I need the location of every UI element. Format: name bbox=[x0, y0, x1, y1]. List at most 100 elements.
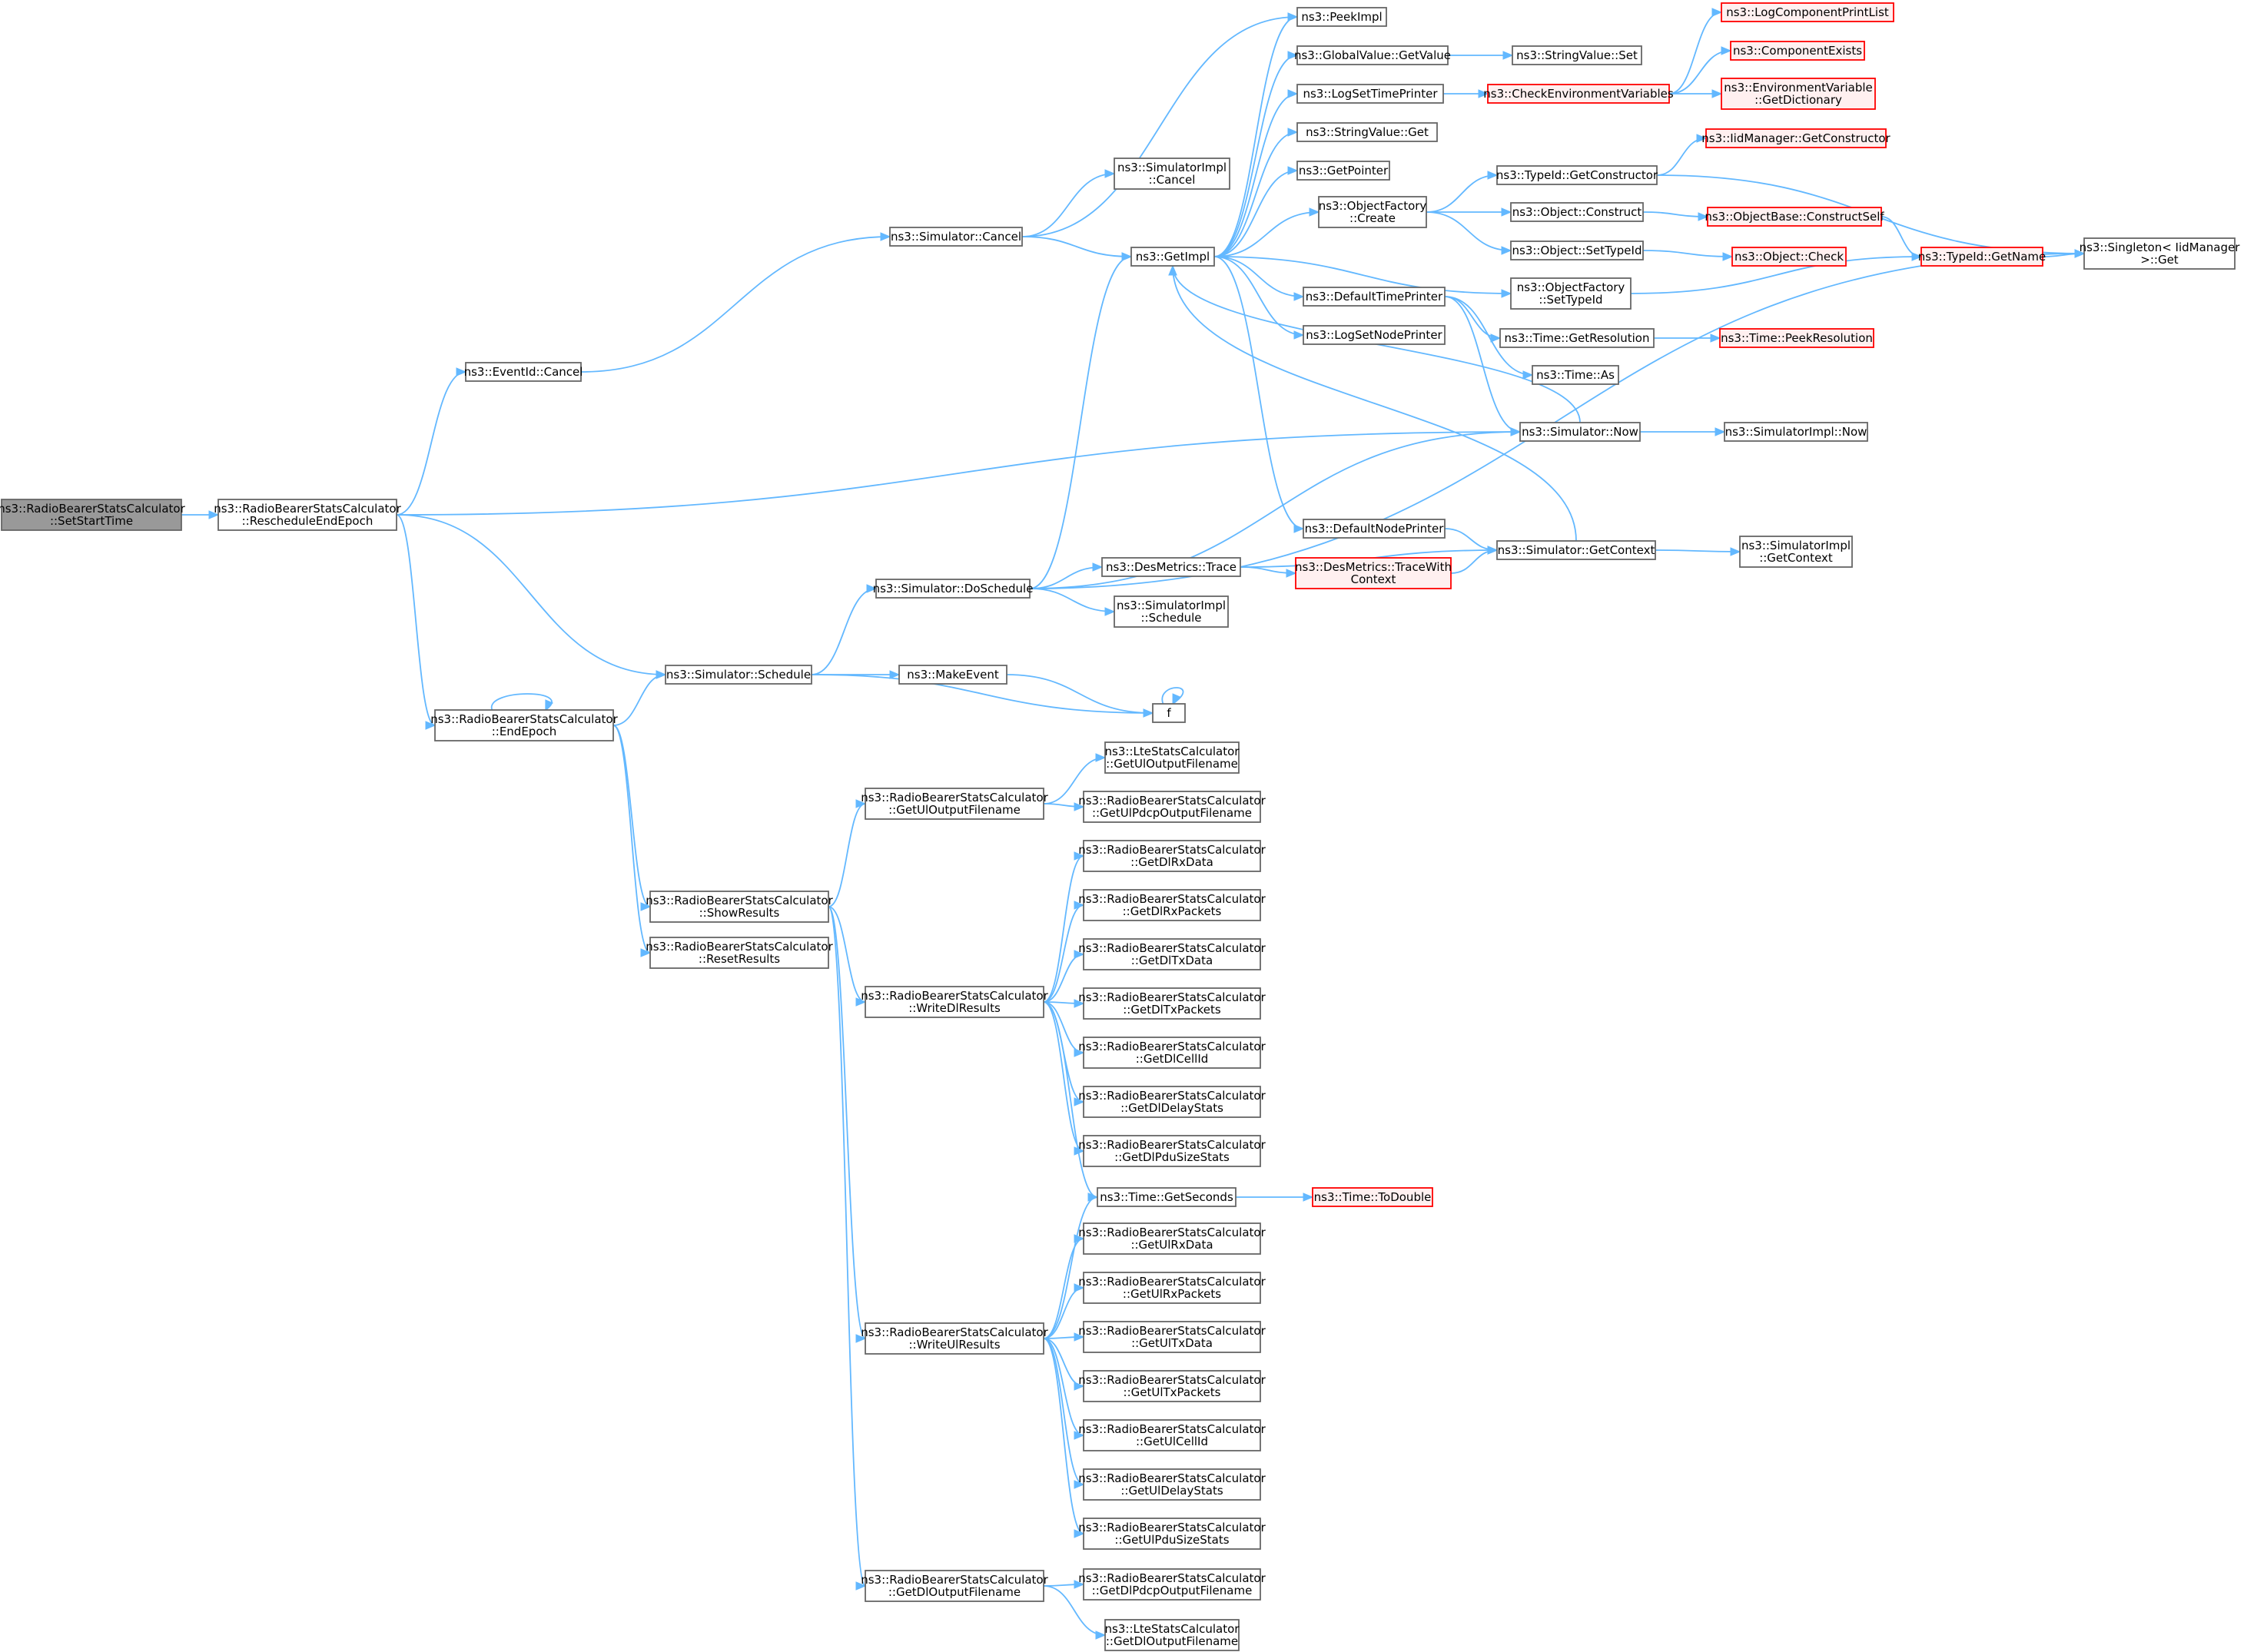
node-gvgetvalue[interactable]: ns3::GlobalValue::GetValue bbox=[1294, 45, 1451, 65]
node-resetresults[interactable]: ns3::RadioBearerStatsCalculator::ResetRe… bbox=[646, 937, 834, 969]
node-label: ns3::CheckEnvironmentVariables bbox=[1483, 87, 1674, 101]
node-stringvalueset[interactable]: ns3::StringValue::Set bbox=[1512, 45, 1642, 65]
node-label: ns3::RadioBearerStatsCalculator bbox=[646, 894, 833, 907]
node-label: ns3::SimulatorImpl bbox=[1117, 161, 1227, 174]
node-doschedule[interactable]: ns3::Simulator::DoSchedule bbox=[873, 579, 1034, 599]
node-ulpdcpoutfn[interactable]: ns3::RadioBearerStatsCalculator::GetUlPd… bbox=[1078, 791, 1266, 823]
node-logsetnodeprinter[interactable]: ns3::LogSetNodePrinter bbox=[1303, 325, 1446, 345]
node-iidmgrgetctor[interactable]: ns3::IidManager::GetConstructor bbox=[1701, 128, 1891, 148]
node-label: ::GetDlOutputFilename bbox=[888, 1585, 1021, 1599]
node-stringvalueget[interactable]: ns3::StringValue::Get bbox=[1296, 122, 1438, 142]
node-objsettypeid[interactable]: ns3::Object::SetTypeId bbox=[1510, 241, 1644, 260]
node-timeas[interactable]: ns3::Time::As bbox=[1532, 365, 1619, 385]
node-label: ::WriteUlResults bbox=[908, 1338, 1000, 1352]
node-endepoch[interactable]: ns3::RadioBearerStatsCalculator::EndEpoc… bbox=[430, 709, 619, 741]
node-ultxpackets[interactable]: ns3::RadioBearerStatsCalculator::GetUlTx… bbox=[1078, 1370, 1266, 1402]
node-reschedule[interactable]: ns3::RadioBearerStatsCalculator::Resched… bbox=[214, 499, 402, 531]
node-label: ns3::LogComponentPrintList bbox=[1726, 5, 1889, 19]
node-f[interactable]: f bbox=[1152, 703, 1186, 723]
node-timegetres[interactable]: ns3::Time::GetResolution bbox=[1499, 328, 1655, 348]
node-objbaseconstructself[interactable]: ns3::ObjectBase::ConstructSelf bbox=[1705, 207, 1884, 227]
node-label: ns3::GetImpl bbox=[1136, 250, 1210, 264]
edge-arrowhead bbox=[1143, 708, 1154, 718]
edge-showresults-to-writedl bbox=[828, 906, 867, 1007]
node-writeul[interactable]: ns3::RadioBearerStatsCalculator::WriteUl… bbox=[861, 1322, 1049, 1355]
node-peekimpl[interactable]: ns3::PeekImpl bbox=[1296, 7, 1387, 27]
node-label: ns3::StringValue::Set bbox=[1516, 48, 1638, 62]
edge-arrowhead bbox=[1293, 330, 1305, 340]
node-timetodouble[interactable]: ns3::Time::ToDouble bbox=[1312, 1187, 1433, 1207]
node-typeidgetname[interactable]: ns3::TypeId::GetName bbox=[1918, 247, 2046, 267]
node-ofcreate[interactable]: ns3::ObjectFactory::Create bbox=[1318, 196, 1427, 228]
node-getuloutfn[interactable]: ns3::RadioBearerStatsCalculator::GetUlOu… bbox=[861, 788, 1049, 820]
edge-simnow-to-simimplnow bbox=[1640, 427, 1726, 436]
node-label: ns3::ObjectFactory bbox=[1319, 199, 1427, 213]
node-writedl[interactable]: ns3::RadioBearerStatsCalculator::WriteDl… bbox=[861, 986, 1049, 1018]
node-dlrxdata[interactable]: ns3::RadioBearerStatsCalculator::GetDlRx… bbox=[1078, 840, 1266, 872]
node-typeidgetctor[interactable]: ns3::TypeId::GetConstructor bbox=[1496, 165, 1658, 185]
node-schedule[interactable]: ns3::Simulator::Schedule bbox=[665, 665, 812, 685]
node-simimplnow[interactable]: ns3::SimulatorImpl::Now bbox=[1724, 422, 1868, 442]
edge-line bbox=[1043, 904, 1084, 1003]
edge-ofcreate-to-objconstruct bbox=[1426, 207, 1512, 217]
node-label: ns3::Simulator::Schedule bbox=[666, 668, 811, 682]
node-simimplcancel[interactable]: ns3::SimulatorImpl::Cancel bbox=[1114, 158, 1230, 190]
node-logcomplist[interactable]: ns3::LogComponentPrintList bbox=[1721, 2, 1894, 22]
edge-getimpl-to-logsettimeprinter bbox=[1213, 89, 1299, 257]
node-makeevent[interactable]: ns3::MakeEvent bbox=[898, 665, 1007, 685]
edge-arrowhead bbox=[1168, 264, 1177, 276]
node-ulrxdata[interactable]: ns3::RadioBearerStatsCalculator::GetUlRx… bbox=[1078, 1222, 1266, 1255]
node-ltedloutfn[interactable]: ns3::LteStatsCalculator::GetDlOutputFile… bbox=[1104, 1619, 1240, 1651]
node-dlcellid[interactable]: ns3::RadioBearerStatsCalculator::GetDlCe… bbox=[1078, 1037, 1266, 1069]
node-checkenv[interactable]: ns3::CheckEnvironmentVariables bbox=[1483, 84, 1674, 104]
node-dltxdata[interactable]: ns3::RadioBearerStatsCalculator::GetDlTx… bbox=[1078, 938, 1266, 970]
node-logsettimeprinter[interactable]: ns3::LogSetTimePrinter bbox=[1296, 84, 1444, 104]
edge-writedl-to-dlpdusizestats bbox=[1043, 1001, 1085, 1156]
edge-writeul-to-ulrxdata bbox=[1043, 1234, 1085, 1339]
node-simnow[interactable]: ns3::Simulator::Now bbox=[1519, 422, 1641, 442]
node-showresults[interactable]: ns3::RadioBearerStatsCalculator::ShowRes… bbox=[646, 891, 834, 923]
node-label: ::ShowResults bbox=[699, 906, 780, 920]
node-dltxpackets[interactable]: ns3::RadioBearerStatsCalculator::GetDlTx… bbox=[1078, 987, 1266, 1020]
node-getpointer[interactable]: ns3::GetPointer bbox=[1296, 161, 1390, 181]
node-ofsettypeid[interactable]: ns3::ObjectFactory::SetTypeId bbox=[1510, 277, 1632, 310]
node-ulcellid[interactable]: ns3::RadioBearerStatsCalculator::GetUlCe… bbox=[1078, 1419, 1266, 1451]
node-objconstruct[interactable]: ns3::Object::Construct bbox=[1510, 202, 1644, 222]
node-uldelaystats[interactable]: ns3::RadioBearerStatsCalculator::GetUlDe… bbox=[1078, 1468, 1266, 1501]
node-label: ns3::MakeEvent bbox=[907, 668, 999, 682]
node-compexists[interactable]: ns3::ComponentExists bbox=[1730, 41, 1865, 61]
node-timegetseconds[interactable]: ns3::Time::GetSeconds bbox=[1097, 1187, 1237, 1207]
node-lteuloutfn[interactable]: ns3::LteStatsCalculator::GetUlOutputFile… bbox=[1104, 741, 1240, 774]
node-label: ns3::RadioBearerStatsCalculator bbox=[1078, 990, 1266, 1004]
node-simimplschedule[interactable]: ns3::SimulatorImpl::Schedule bbox=[1114, 595, 1229, 628]
node-timepeekres[interactable]: ns3::Time::PeekResolution bbox=[1719, 328, 1874, 348]
node-defaultnodeprinter[interactable]: ns3::DefaultNodePrinter bbox=[1303, 519, 1446, 539]
node-simgetcontext[interactable]: ns3::Simulator::GetContext bbox=[1496, 540, 1656, 560]
node-dlpdusizestats[interactable]: ns3::RadioBearerStatsCalculator::GetDlPd… bbox=[1078, 1135, 1266, 1167]
node-evcancel[interactable]: ns3::EventId::Cancel bbox=[464, 362, 583, 382]
edge-ofcreate-to-objsettypeid bbox=[1426, 211, 1512, 255]
edge-line bbox=[1029, 566, 1103, 589]
edge-writedl-to-dlrxdata bbox=[1043, 851, 1085, 1003]
node-label: ns3::RadioBearerStatsCalculator bbox=[1078, 1373, 1266, 1387]
edge-arrowhead bbox=[1074, 1580, 1085, 1589]
node-setstart[interactable]: ns3::RadioBearerStatsCalculator::SetStar… bbox=[0, 499, 186, 531]
node-dldelaystats[interactable]: ns3::RadioBearerStatsCalculator::GetDlDe… bbox=[1078, 1086, 1266, 1118]
node-getimpl[interactable]: ns3::GetImpl bbox=[1130, 247, 1215, 267]
node-simcancel[interactable]: ns3::Simulator::Cancel bbox=[889, 227, 1023, 247]
node-ulrxpackets[interactable]: ns3::RadioBearerStatsCalculator::GetUlRx… bbox=[1078, 1272, 1266, 1304]
edge-arrowhead bbox=[1287, 128, 1299, 137]
node-envgetdict[interactable]: ns3::EnvironmentVariable::GetDictionary bbox=[1721, 78, 1876, 110]
node-dlpdcpoutfn[interactable]: ns3::RadioBearerStatsCalculator::GetDlPd… bbox=[1078, 1568, 1266, 1601]
node-label: ns3::RadioBearerStatsCalculator bbox=[1078, 1226, 1266, 1239]
node-simimplgetcontext[interactable]: ns3::SimulatorImpl::GetContext bbox=[1739, 536, 1853, 568]
node-objcheck[interactable]: ns3::Object::Check bbox=[1731, 247, 1847, 267]
node-desmtrace[interactable]: ns3::DesMetrics::Trace bbox=[1101, 557, 1241, 577]
node-getdloutfn[interactable]: ns3::RadioBearerStatsCalculator::GetDlOu… bbox=[861, 1570, 1049, 1602]
node-singletonget[interactable]: ns3::Singleton< IidManager >::Get bbox=[2080, 237, 2241, 270]
node-ultxdata[interactable]: ns3::RadioBearerStatsCalculator::GetUlTx… bbox=[1078, 1321, 1266, 1353]
node-defaulttimeprinter[interactable]: ns3::DefaultTimePrinter bbox=[1303, 287, 1446, 307]
node-ulpdusizestats[interactable]: ns3::RadioBearerStatsCalculator::GetUlPd… bbox=[1078, 1518, 1266, 1550]
node-dlrxpackets[interactable]: ns3::RadioBearerStatsCalculator::GetDlRx… bbox=[1078, 889, 1266, 921]
